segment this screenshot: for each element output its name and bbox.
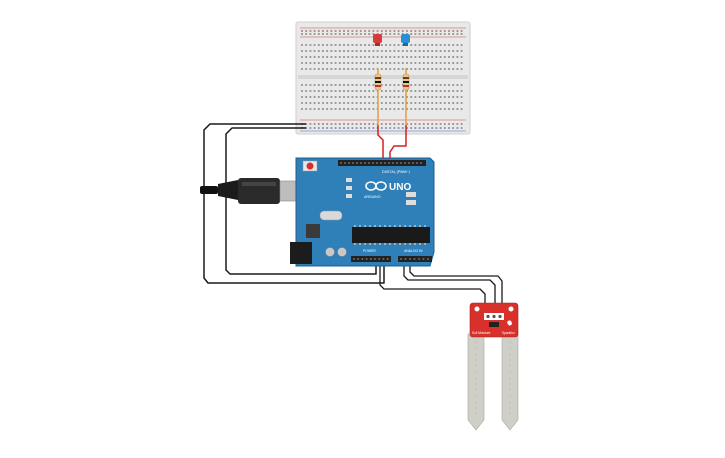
digital-header-label: DIGITAL (PWM~) xyxy=(382,170,410,174)
reset-button-icon[interactable] xyxy=(302,160,318,172)
breadboard[interactable] xyxy=(295,21,471,135)
sensor-wire-2[interactable] xyxy=(403,262,496,312)
arduino-uno-board[interactable]: UNO ARDUINO DIGITAL (PWM~) POWER ANALOG … xyxy=(290,157,435,267)
resistor-2[interactable] xyxy=(402,68,410,125)
arduino-brand-text: ARDUINO xyxy=(364,195,381,199)
digital-header[interactable] xyxy=(338,160,426,166)
sensor-label-right: Sparkfun xyxy=(502,331,515,335)
power-header-label: POWER xyxy=(363,249,376,253)
soil-moisture-sensor[interactable]: Soil Moisture Sparkfun xyxy=(467,302,519,431)
red-wire-2[interactable] xyxy=(389,125,407,160)
sensor-label-left: Soil Moisture xyxy=(472,331,491,335)
atmega-chip xyxy=(352,227,430,243)
red-led[interactable] xyxy=(373,34,382,46)
black-wire-5v[interactable] xyxy=(225,127,377,275)
wires xyxy=(203,123,503,312)
usb-cable-icon[interactable] xyxy=(200,178,297,204)
arduino-infinity-icon xyxy=(365,181,387,191)
black-wire-gnd[interactable] xyxy=(203,123,385,284)
breadboard-holes xyxy=(301,30,463,129)
analog-header-label: ANALOG IN xyxy=(404,249,423,253)
sensor-wire-3[interactable] xyxy=(409,262,503,312)
blue-led[interactable] xyxy=(401,34,410,46)
red-wire-1[interactable] xyxy=(377,125,384,160)
sensor-wire-1[interactable] xyxy=(379,262,486,312)
resistor-1[interactable] xyxy=(374,68,382,125)
power-jack[interactable] xyxy=(290,242,312,264)
uno-logo-text: UNO xyxy=(389,182,411,193)
